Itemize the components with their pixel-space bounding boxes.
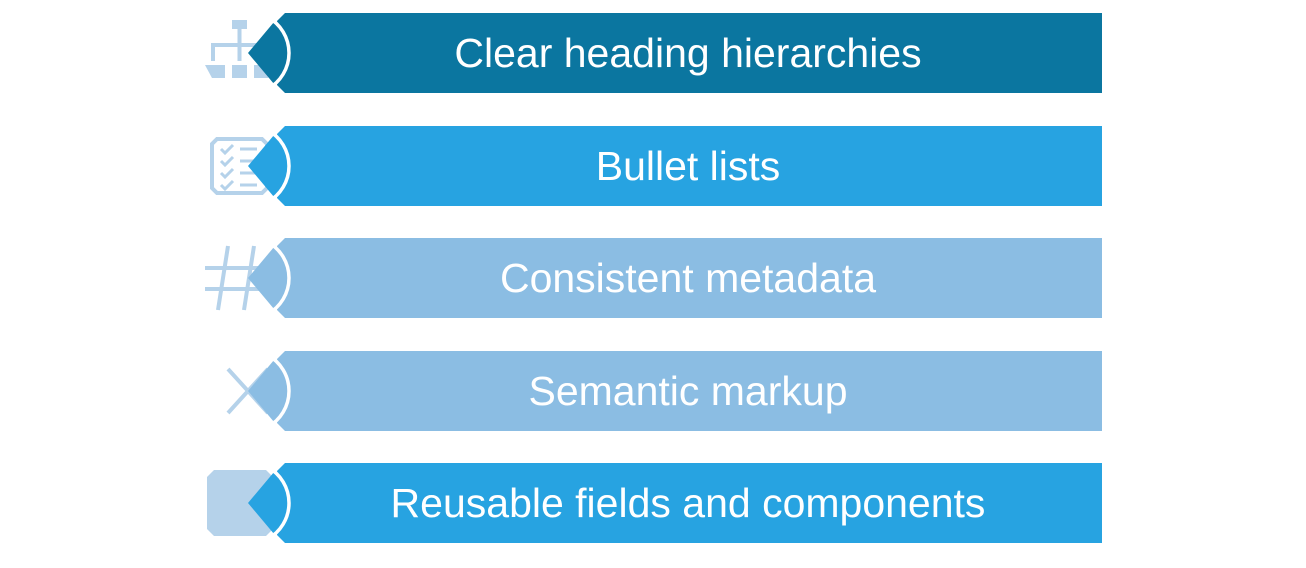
list-item: Bullet lists xyxy=(210,126,1102,206)
item-bar xyxy=(277,238,1102,318)
separator-arc xyxy=(266,15,291,91)
item-wedge xyxy=(248,247,289,309)
separator-arc xyxy=(266,465,291,541)
list-item: Semantic markup xyxy=(226,351,1102,431)
item-label: Reusable fields and components xyxy=(391,480,986,526)
separator-arc xyxy=(266,240,291,316)
item-label: Semantic markup xyxy=(528,368,847,414)
item-wedge xyxy=(248,360,289,422)
item-bar xyxy=(277,463,1102,543)
item-label: Consistent metadata xyxy=(500,255,876,301)
component-octagon-icon xyxy=(207,470,276,536)
separator-arc xyxy=(266,128,291,204)
item-wedge xyxy=(248,135,289,197)
list-item: Reusable fields and components xyxy=(207,463,1102,543)
item-bar xyxy=(277,13,1102,93)
item-wedge xyxy=(248,472,289,534)
item-bar xyxy=(277,126,1102,206)
list-item: Consistent metadata xyxy=(205,238,1102,318)
item-bar xyxy=(277,351,1102,431)
separator-arc xyxy=(266,353,291,429)
item-label: Clear heading hierarchies xyxy=(454,30,921,76)
list-item: Clear heading hierarchies xyxy=(205,13,1102,93)
item-label: Bullet lists xyxy=(596,143,781,189)
item-wedge xyxy=(248,22,289,84)
